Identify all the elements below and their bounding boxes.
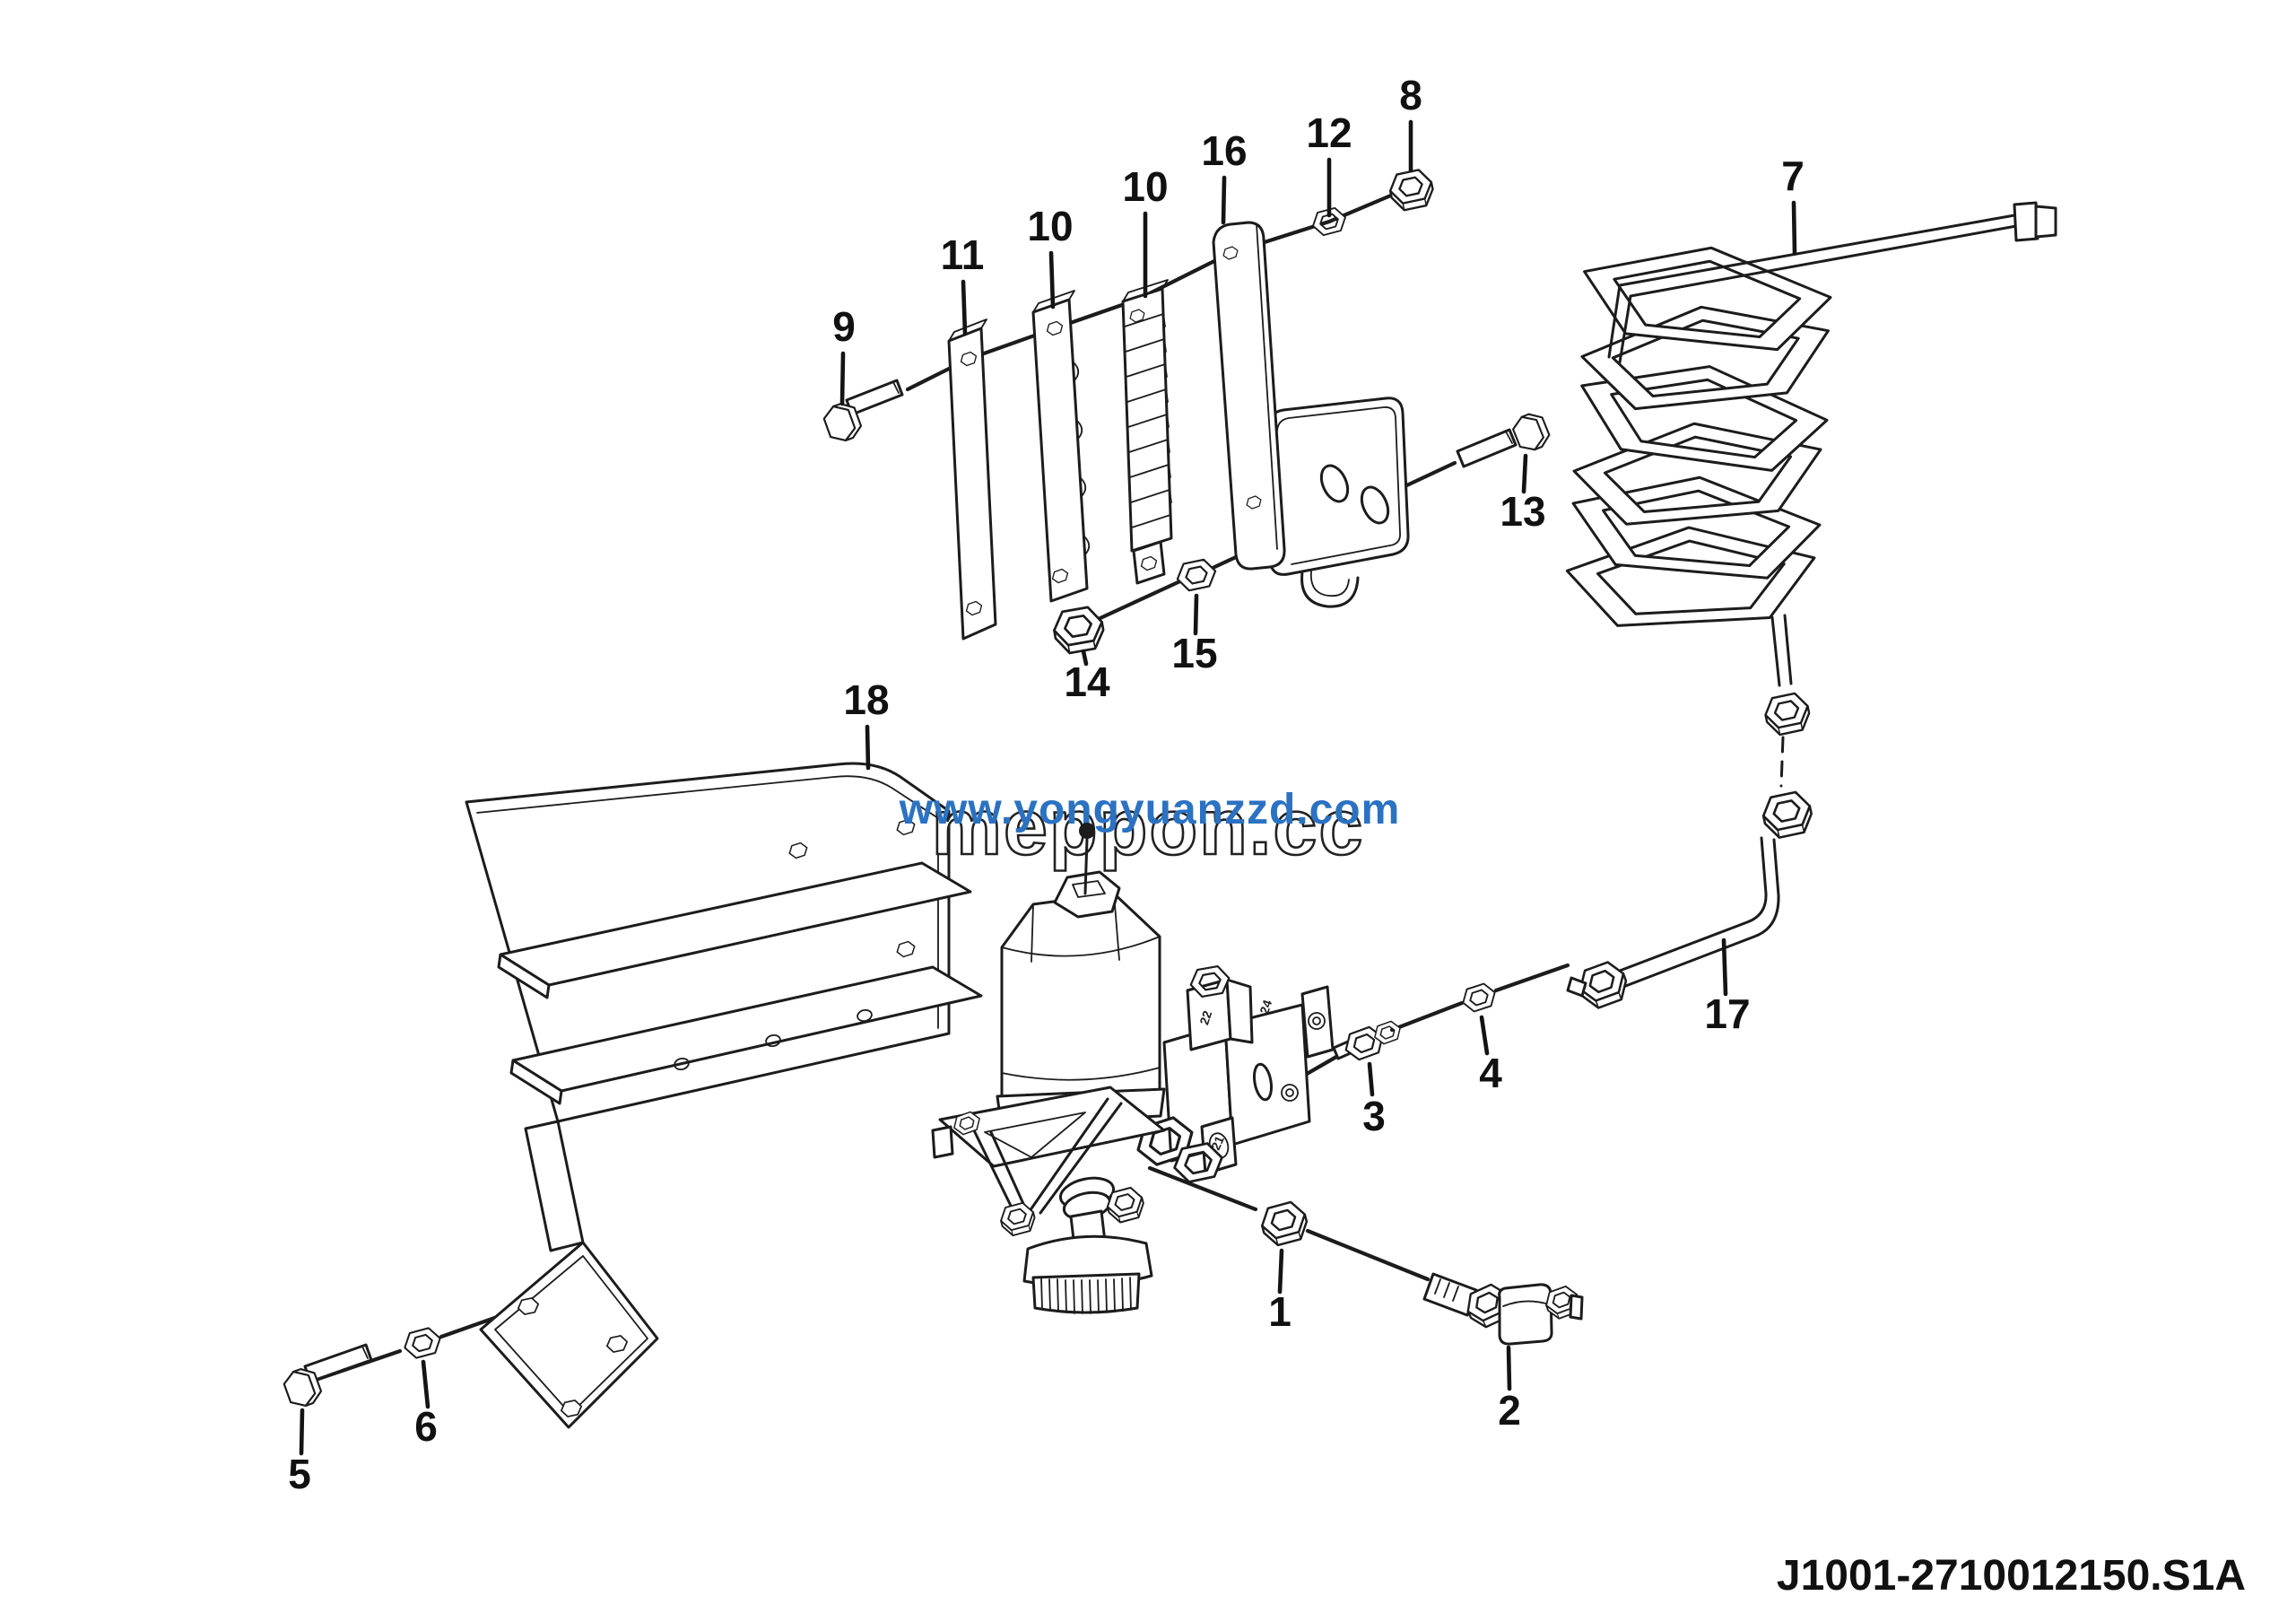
valve-port-mark-21: 21 — [1208, 1133, 1227, 1152]
callout-leader-7 — [1791, 200, 1797, 256]
callout-number-10: 10 — [1122, 163, 1168, 210]
part-2-elbow-fitting — [1422, 1272, 1584, 1346]
valve-port-mark-24: 24 — [1257, 998, 1274, 1016]
callout-number-17: 17 — [1704, 990, 1750, 1037]
part-10-rubber-strip — [1031, 290, 1091, 603]
callout-leader-5 — [299, 1408, 305, 1456]
valve-port-mark-layer: 22 24 21 — [1196, 998, 1274, 1152]
callout-leader-13 — [1521, 453, 1528, 494]
callout-number-2: 2 — [1498, 1387, 1521, 1434]
part-9-hex-bolt — [820, 379, 904, 446]
callout-number-9: 9 — [832, 303, 856, 350]
part-18-mounting-bracket — [465, 762, 983, 1429]
callout-number-5: 5 — [288, 1451, 311, 1497]
callout-number-18: 18 — [843, 676, 889, 723]
leader-dot-line — [1083, 837, 1089, 895]
callout-leader-18 — [865, 724, 871, 771]
axis-valve-elbow2 — [1147, 1165, 1431, 1282]
part-5-hex-bolt — [280, 1343, 373, 1411]
callout-leader-14 — [1081, 649, 1089, 667]
drawing-code: J1001-2710012150.S1A — [1777, 1552, 2246, 1600]
watermark-overlay-text: meppon.cc — [932, 782, 1365, 871]
callout-leader-1 — [1277, 1248, 1284, 1295]
part-6-washer — [400, 1324, 445, 1362]
callout-number-12: 12 — [1306, 109, 1352, 156]
callout-number-6: 6 — [414, 1403, 438, 1450]
callout-leader-3 — [1367, 1061, 1375, 1097]
part-1-washer — [1257, 1198, 1312, 1250]
callout-number-3: 3 — [1362, 1093, 1386, 1139]
callout-number-7: 7 — [1781, 153, 1805, 199]
part-16-long-bar — [1212, 221, 1286, 571]
callout-leader-6 — [421, 1359, 430, 1409]
part-10-ribbed-strip — [1121, 279, 1173, 585]
part-17-elbow-pipe — [1566, 789, 1816, 1013]
air-dryer-assembly — [931, 870, 1335, 1314]
callout-number-13: 13 — [1500, 488, 1545, 535]
part-16-bracket-plate — [1265, 397, 1410, 608]
callout-leader-10 — [1048, 250, 1056, 310]
callout-number-4: 4 — [1479, 1050, 1502, 1096]
callout-number-14: 14 — [1064, 658, 1110, 705]
watermark-url-text: www.yongyuanzzd.com — [899, 786, 1401, 833]
callout-number-10: 10 — [1027, 203, 1073, 249]
callout-number-8: 8 — [1399, 72, 1422, 118]
callout-number-16: 16 — [1201, 127, 1247, 174]
callout-number-11: 11 — [941, 231, 985, 278]
part-8-hex-nut — [1386, 166, 1438, 214]
callout-leader-4 — [1479, 1015, 1490, 1056]
callout-leader-9 — [839, 351, 846, 406]
callout-leader-11 — [961, 279, 968, 336]
valve-port-mark-22: 22 — [1196, 1008, 1214, 1026]
leader-dot — [1079, 823, 1095, 839]
callout-leader-16 — [1221, 175, 1227, 225]
part-3-fitting — [1332, 1018, 1405, 1064]
part-15-washer — [1173, 556, 1220, 594]
part-11-strap-plate — [947, 318, 997, 641]
callout-leader-17 — [1721, 937, 1728, 997]
callout-number-1: 1 — [1268, 1288, 1292, 1335]
callout-number-15: 15 — [1171, 630, 1217, 676]
part-4-washer — [1458, 980, 1500, 1016]
part-7-coiled-tube — [1563, 201, 2057, 788]
watermark: meppon.cc www.yongyuanzzd.com — [899, 781, 1401, 895]
part-13-hex-bolt — [1456, 408, 1553, 468]
part-14-hex-nut — [1049, 604, 1108, 657]
